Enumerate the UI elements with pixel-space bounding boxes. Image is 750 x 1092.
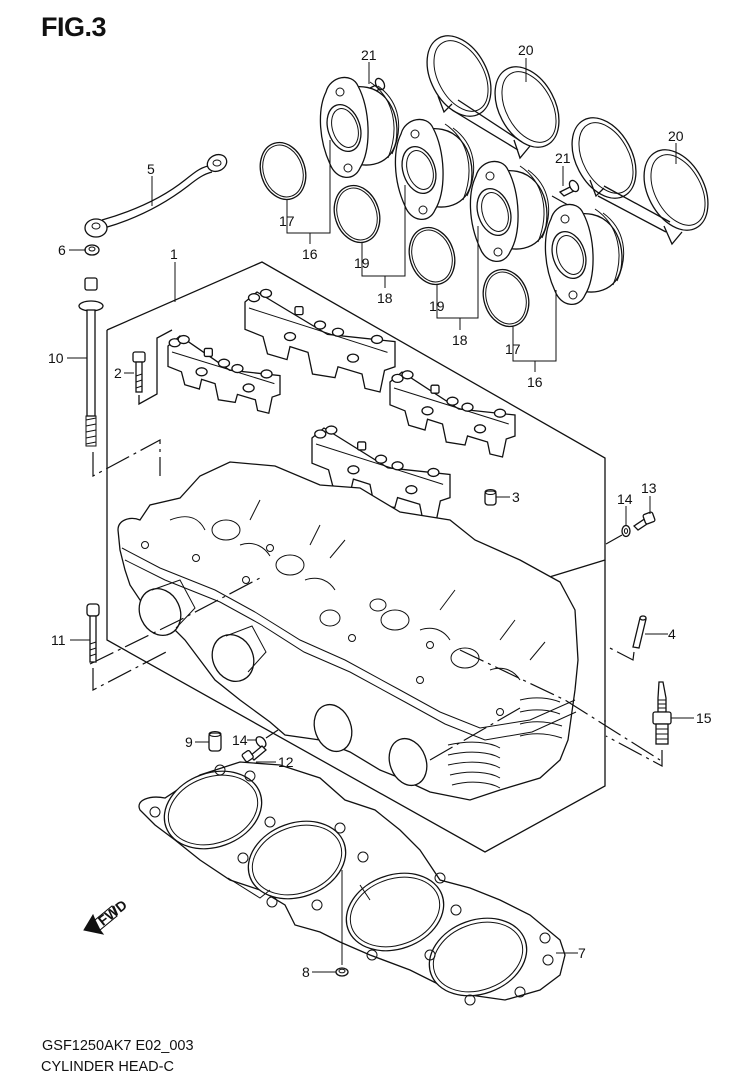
callout-14-right: 14 (617, 491, 633, 507)
callout-15: 15 (696, 710, 712, 726)
callout-3: 3 (512, 489, 520, 505)
model-code: GSF1250AK7 E02_003 (42, 1038, 194, 1054)
fwd-label: FWD (95, 897, 130, 929)
pin-part-4 (605, 615, 647, 661)
callout-1: 1 (170, 246, 178, 262)
washer-part-14-left (255, 729, 279, 748)
intake-pipe (394, 118, 475, 220)
callout-5: 5 (147, 161, 155, 177)
intake-clamp-20-lower (571, 117, 709, 246)
callout-11: 11 (51, 632, 66, 648)
intake-pipe (319, 76, 400, 178)
dowel-pin-part-3 (484, 489, 497, 506)
o-rings (259, 141, 530, 328)
intake-clamp-20-upper (426, 35, 560, 160)
callout-14-left: 14 (232, 732, 248, 748)
cam-cap-bolt-part-2 (132, 329, 173, 406)
callout-21-lower: 21 (555, 150, 571, 166)
callout-6: 6 (58, 242, 66, 258)
callout-20-upper: 20 (518, 42, 534, 58)
callout-4: 4 (668, 626, 676, 642)
figure-title: FIG.3 (41, 12, 107, 42)
bolt-part-12 (241, 745, 267, 763)
figure-name: CYLINDER HEAD-C (41, 1059, 174, 1075)
callout-16-lower: 16 (527, 374, 543, 390)
callout-leader-lines (67, 58, 694, 973)
callout-20-lower: 20 (668, 128, 684, 144)
callout-21-upper: 21 (361, 47, 377, 63)
head-bolt-part-10 (78, 277, 161, 478)
callout-17-lower: 17 (505, 341, 521, 357)
callout-2: 2 (114, 365, 122, 381)
camshaft-holders (167, 288, 516, 522)
callout-8: 8 (302, 964, 310, 980)
camshaft-holder (167, 334, 281, 414)
forward-direction-arrow-icon: FWD (83, 897, 130, 935)
cylinder-head-gasket-part-7 (138, 761, 566, 1006)
callout-17-upper: 17 (279, 213, 295, 229)
camshaft-holder (389, 370, 516, 458)
dowel-pin-part-9 (208, 731, 222, 752)
o-ring-part-8 (335, 967, 349, 977)
callout-18-first: 18 (377, 290, 393, 306)
callout-16-upper: 16 (302, 246, 318, 262)
callout-13: 13 (641, 480, 657, 496)
callout-10: 10 (48, 350, 64, 366)
oil-hose-part-5 (84, 153, 228, 238)
callout-18-second: 18 (452, 332, 468, 348)
washer-part-14-right (605, 524, 631, 545)
bolt-part-13 (632, 511, 656, 531)
callout-labels: 1 2 3 4 5 6 7 8 9 10 11 12 13 14 14 15 1… (48, 42, 712, 980)
washer-part-6 (84, 244, 100, 256)
callout-9: 9 (185, 734, 193, 750)
intake-pipe (469, 160, 550, 262)
camshaft-holder (244, 288, 396, 393)
callout-19-first: 19 (354, 255, 370, 271)
intake-pipe (544, 203, 625, 305)
head-bolt-part-11 (86, 603, 171, 691)
spark-plug-part-15 (605, 681, 672, 768)
callout-12: 12 (278, 754, 294, 770)
cylinder-head-body (89, 461, 661, 801)
callout-19-second: 19 (429, 298, 445, 314)
intake-pipes (319, 76, 625, 305)
callout-7: 7 (578, 945, 586, 961)
